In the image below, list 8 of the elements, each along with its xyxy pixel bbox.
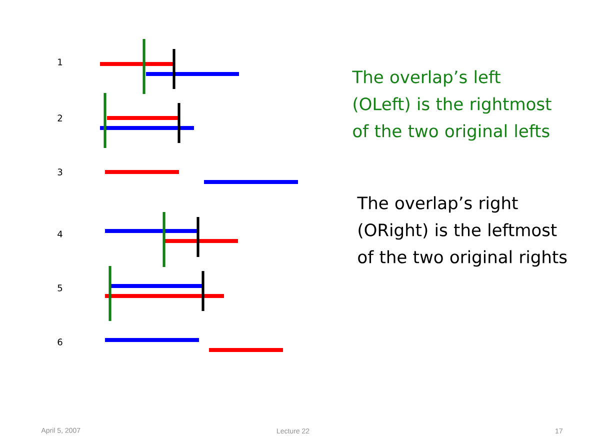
row-number: 4 [58, 230, 62, 238]
row-number: 2 [58, 114, 62, 122]
note-text: The overlap’s left (OLeft) is the rightmost of the two original lefts [352, 70, 552, 141]
row-number: 3 [58, 168, 62, 176]
row-number: 1 [58, 58, 62, 66]
row-number: 5 [58, 284, 62, 292]
note-text: The overlap’s right (ORight) is the leftmost of the two original rights [357, 196, 567, 267]
row-number: 6 [58, 338, 62, 346]
